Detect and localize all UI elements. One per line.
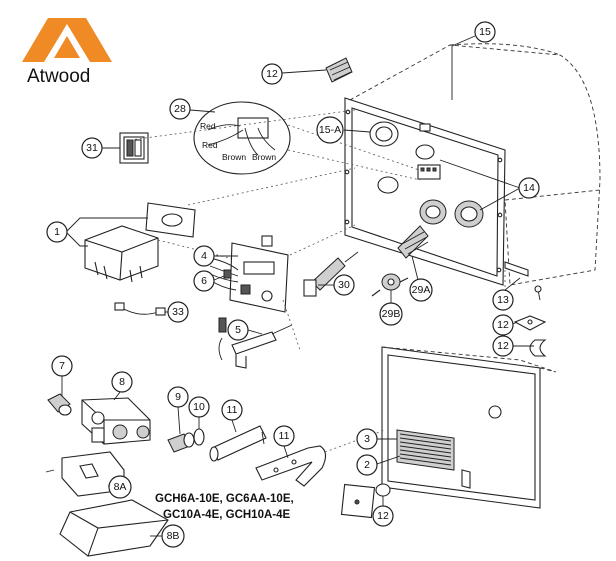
wire-label-brown-2: Brown: [252, 152, 276, 162]
part-8-gas-valve: [81, 397, 151, 445]
callout-31: 31: [86, 142, 98, 154]
logo-mark-icon: [22, 18, 112, 62]
part-30-thermostat: [303, 251, 359, 297]
callout-2: 2: [364, 459, 370, 471]
part-13-screw: [534, 285, 542, 301]
callout-9: 9: [175, 391, 181, 403]
callout-8: 8: [119, 376, 125, 388]
water-heater-tank: [344, 43, 601, 286]
part-11-burner: [255, 431, 327, 487]
callout-29b: 29B: [382, 308, 401, 320]
callout-15: 15: [479, 26, 491, 38]
callout-14: 14: [523, 182, 535, 194]
wire-label-brown-1: Brown: [222, 152, 246, 162]
part-4-circuit-board: [209, 235, 289, 313]
part-11-burner-tube: [209, 425, 267, 462]
part-29a-spring: [397, 225, 429, 259]
callout-6: 6: [201, 275, 207, 287]
part-8b-shield: [59, 499, 169, 557]
part-10-washer: [193, 428, 205, 446]
model-list-line-1: GCH6A-10E, GC6AA-10E,: [155, 493, 294, 505]
callout-12-right-upper: 12: [497, 319, 509, 331]
callout-12-right-lower: 12: [497, 340, 509, 352]
callout-8b: 8B: [167, 530, 180, 542]
part-12-gasket-square: [340, 483, 391, 519]
callout-1: 1: [54, 226, 60, 238]
part-9-orifice: [167, 432, 195, 453]
wire-label-red-2: Red: [202, 140, 218, 150]
callout-13: 13: [497, 294, 509, 306]
part-3-access-door: [381, 346, 557, 509]
part-12-clip-lower: [529, 339, 547, 357]
callout-11-lower: 11: [279, 430, 290, 442]
callout-12-top: 12: [266, 68, 278, 80]
part-2-vent-grille: [396, 429, 455, 471]
callout-7: 7: [59, 360, 65, 372]
callout-30: 30: [338, 279, 350, 291]
callout-29a: 29A: [412, 284, 431, 296]
wire-label-red-1: Red: [200, 121, 216, 131]
part-12-clip-upper: [513, 315, 547, 331]
callout-4: 4: [201, 250, 207, 262]
callout-28: 28: [174, 103, 186, 115]
callout-8a: 8A: [114, 481, 127, 493]
part-12-plug-top: [325, 57, 353, 83]
part-33-sensor-wire: [114, 302, 166, 316]
part-5-electrode: [218, 317, 293, 369]
logo-text: Atwood: [27, 66, 90, 87]
part-29b-valve: [371, 273, 409, 297]
logo-mark-inner-icon: [54, 36, 80, 58]
callout-33: 33: [172, 306, 184, 318]
callout-5: 5: [235, 324, 241, 336]
atwood-logo: Atwood: [22, 18, 112, 87]
part-8a-bracket: [45, 451, 125, 497]
callout-3: 3: [364, 433, 370, 445]
part-7-fitting: [47, 393, 72, 416]
callout-11-upper: 11: [227, 404, 238, 416]
callout-10: 10: [193, 401, 205, 413]
callout-12-bottom: 12: [377, 510, 389, 522]
part-1-control-cover: [84, 202, 246, 283]
part-31-rocker-switch: [119, 132, 149, 164]
model-list-line-2: GC10A-4E, GCH10A-4E: [163, 509, 291, 521]
callout-15a: 15-A: [319, 124, 341, 136]
